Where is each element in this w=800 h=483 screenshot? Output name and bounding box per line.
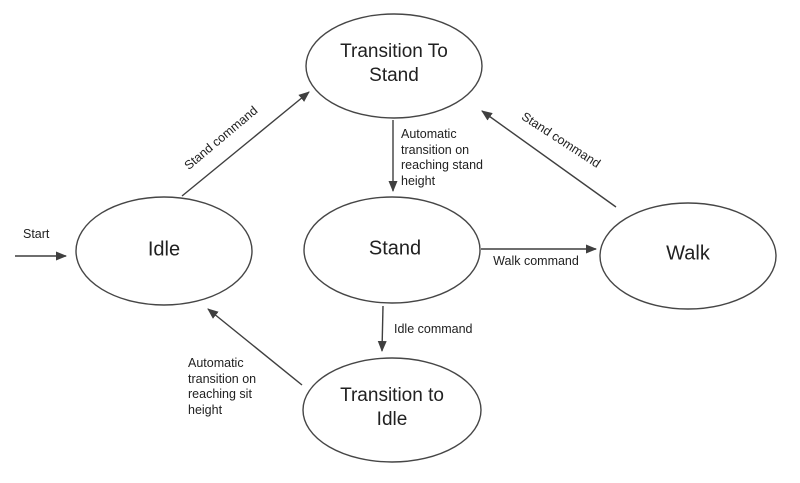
state-label-line: Idle (376, 409, 408, 430)
edge-idle-to-transition-stand (181, 91, 310, 197)
edge-label-auto-sit-height: Automatic transition on reaching sit hei… (188, 356, 256, 418)
state-label-stand: Stand (368, 237, 422, 260)
state-label-walk: Walk (666, 242, 710, 265)
state-ellipse-walk (599, 202, 777, 310)
state-label-idle: Idle (147, 238, 181, 261)
edge-label-line: transition on (188, 371, 257, 386)
edge-label-walk-command: Walk command (493, 254, 579, 268)
state-label-line: Stand (369, 65, 419, 86)
edge-label-line: reaching stand (401, 158, 484, 172)
state-ellipse-transition-to-stand (305, 13, 483, 119)
state-label-line: Transition To (340, 41, 448, 62)
state-ellipse-stand (303, 196, 481, 304)
edge-label-line: Automatic (188, 356, 244, 370)
edge-label-line: reaching sit (188, 387, 252, 401)
state-ellipse-transition-to-idle (302, 357, 482, 463)
edge-label-idle-command: Idle command (394, 322, 473, 336)
state-label-transition-to-idle: Transition to Idle (340, 384, 444, 432)
state-ellipse-idle (75, 196, 253, 306)
edge-label-line: height (188, 402, 223, 417)
edge-stand-to-transition-idle (377, 305, 387, 352)
edge-label-line: transition on (401, 142, 470, 157)
edge-transition-idle-to-idle (207, 308, 303, 386)
state-label-line: Transition to (340, 385, 444, 406)
edge-label-auto-stand-height: Automatic transition on reaching stand h… (401, 127, 483, 189)
state-label-transition-to-stand: Transition To Stand (340, 40, 448, 88)
edge-label-start: Start (23, 227, 50, 241)
edge-label-line: height (401, 173, 436, 188)
edge-label-line: Automatic (401, 127, 457, 141)
edge-walk-to-transition-stand (481, 110, 617, 208)
